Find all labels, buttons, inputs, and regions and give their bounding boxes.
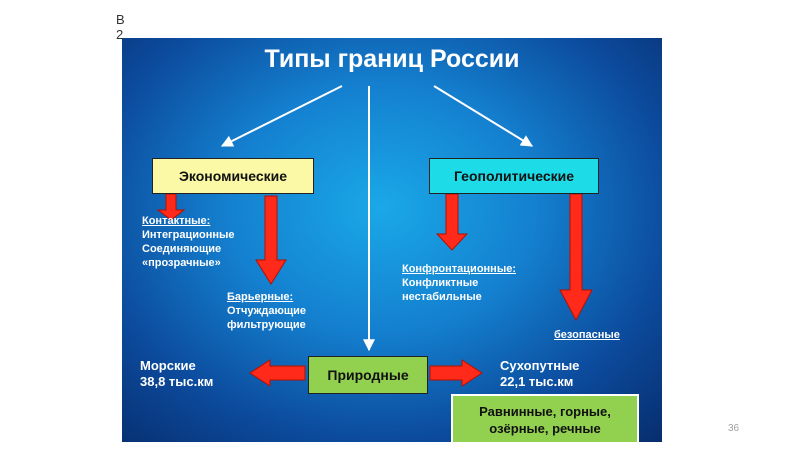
barrier-head: Барьерные:: [227, 291, 294, 303]
safe-borders: безопасные: [554, 328, 620, 342]
land-types-line: Равнинные, горные,: [479, 404, 611, 419]
contact-item: Соединяющие: [142, 243, 222, 255]
arrow-title-to-economic: [220, 85, 343, 147]
land-types-box: Равнинные, горные, озёрные, речные: [451, 394, 639, 442]
arrow-economic-to-contact: [156, 193, 186, 221]
contact-borders-list: Контактные: Интеграционные Соединяющие «…: [142, 214, 235, 270]
contact-head: Контактные:: [142, 215, 211, 227]
geopolitical-box: Геополитические: [429, 158, 599, 194]
barrier-item: Отчуждающие: [227, 305, 307, 317]
barrier-item: фильтрующие: [227, 319, 306, 331]
sea-label: Морские: [140, 358, 196, 373]
geopolitical-label: Геополитические: [453, 168, 575, 184]
land-types-line: озёрные, речные: [489, 421, 601, 436]
safe-head: безопасные: [554, 329, 620, 341]
arrow-geopolitical-to-safe: [559, 193, 593, 322]
land-value: 22,1 тыс.км: [500, 374, 574, 389]
arrow-title-to-geopolitical: [433, 85, 534, 147]
diagram-title: Типы границ России: [264, 45, 520, 73]
connector-arrows: [156, 85, 593, 387]
confront-item: Конфликтные: [402, 277, 479, 289]
sea-value: 38,8 тыс.км: [140, 374, 214, 389]
page-number: 36: [728, 423, 740, 434]
economic-box: Экономические: [152, 158, 314, 194]
land-borders: Сухопутные 22,1 тыс.км: [500, 358, 579, 390]
confront-head: Конфронтационные:: [402, 263, 516, 275]
barrier-borders-list: Барьерные: Отчуждающие фильтрующие: [227, 290, 306, 332]
arrow-geopolitical-to-confront: [435, 193, 469, 251]
arrow-natural-to-land: [429, 359, 483, 387]
arrow-economic-to-barrier: [255, 195, 287, 285]
slide: Типы границ России Экономические Геополи…: [122, 38, 662, 442]
contact-item: «прозрачные»: [142, 257, 221, 269]
natural-label: Природные: [327, 367, 409, 383]
natural-box: Природные: [308, 356, 428, 394]
economic-label: Экономические: [178, 168, 288, 184]
arrow-natural-to-sea: [249, 359, 306, 387]
confront-borders-list: Конфронтационные: Конфликтные нестабильн…: [402, 262, 516, 304]
contact-item: Интеграционные: [142, 229, 235, 241]
land-label: Сухопутные: [500, 358, 580, 373]
confront-item: нестабильные: [402, 291, 482, 303]
sea-borders: Морские 38,8 тыс.км: [140, 358, 213, 390]
corner-label: В2: [116, 12, 125, 42]
